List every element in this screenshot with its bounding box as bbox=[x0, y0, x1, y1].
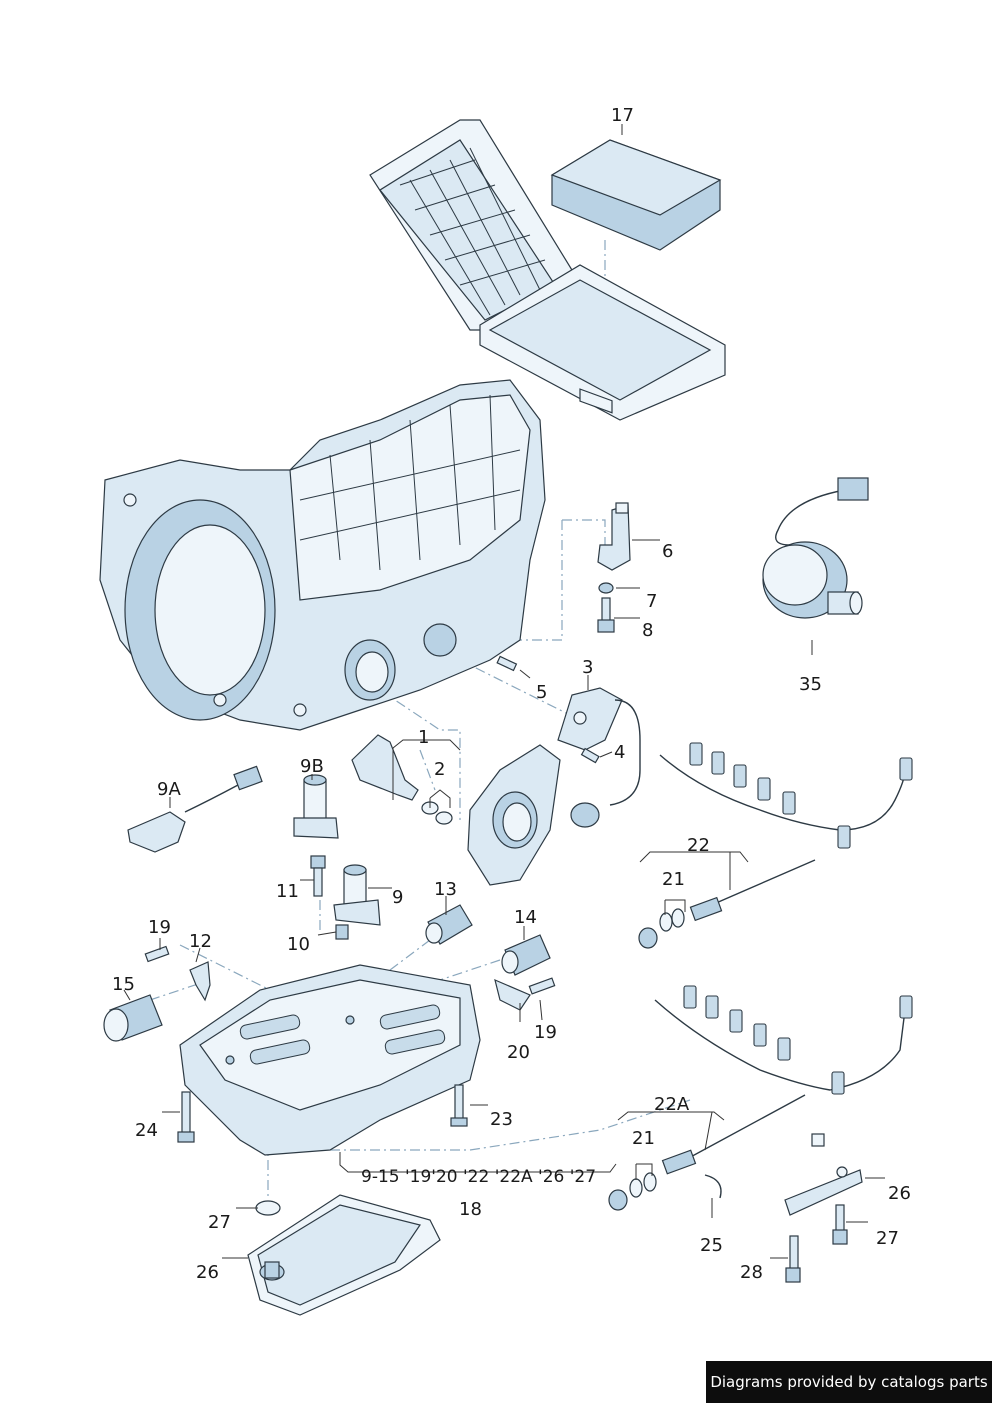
label-5[interactable]: 5 bbox=[536, 682, 547, 703]
label-21-lower[interactable]: 21 bbox=[632, 1128, 655, 1149]
part-15-solenoid bbox=[103, 994, 163, 1042]
part-12-clip bbox=[189, 961, 211, 1002]
label-2[interactable]: 2 bbox=[434, 759, 445, 780]
part-28-bolt bbox=[785, 1235, 801, 1283]
label-35[interactable]: 35 bbox=[799, 674, 822, 695]
part-23-bolt bbox=[450, 1084, 468, 1127]
part-number-labels: 17 1 2 3 4 5 6 7 8 35 9A 9B 11 9 10 13 1… bbox=[112, 105, 911, 1283]
part-9a-sensor-harness bbox=[127, 765, 263, 853]
part-27-bolt-right bbox=[832, 1204, 848, 1245]
part-10-washer bbox=[335, 924, 349, 940]
part-7-washer bbox=[598, 582, 614, 594]
label-9b[interactable]: 9B bbox=[300, 756, 324, 777]
label-8[interactable]: 8 bbox=[642, 620, 653, 641]
label-19-right[interactable]: 19 bbox=[534, 1022, 557, 1043]
label-22[interactable]: 22 bbox=[687, 835, 710, 856]
part-26-bracket bbox=[784, 1166, 863, 1216]
part-18-valve-body bbox=[179, 964, 481, 1156]
transmission-housing bbox=[99, 379, 546, 731]
label-9a[interactable]: 9A bbox=[157, 779, 181, 800]
part-25-clip bbox=[704, 1174, 722, 1199]
label-13[interactable]: 13 bbox=[434, 879, 457, 900]
part-22-wiring-harness bbox=[659, 742, 913, 922]
part-19-bolt-left bbox=[144, 945, 170, 963]
label-10[interactable]: 10 bbox=[287, 934, 310, 955]
label-1[interactable]: 1 bbox=[418, 727, 429, 748]
part-13-solenoid bbox=[425, 904, 473, 945]
label-6[interactable]: 6 bbox=[662, 541, 673, 562]
part-22a-wiring-harness bbox=[654, 985, 913, 1175]
part-9-solenoid bbox=[333, 864, 381, 926]
part-20-bracket bbox=[494, 978, 531, 1011]
label-4[interactable]: 4 bbox=[614, 742, 625, 763]
part-11-bolt bbox=[310, 855, 326, 897]
label-14[interactable]: 14 bbox=[514, 907, 537, 928]
part-5-dowel-pin bbox=[496, 655, 518, 672]
part-6-sensor bbox=[597, 502, 631, 571]
label-23[interactable]: 23 bbox=[490, 1109, 513, 1130]
label-18[interactable]: 18 bbox=[459, 1199, 482, 1220]
label-27-right[interactable]: 27 bbox=[876, 1228, 899, 1249]
part-8-bolt bbox=[597, 597, 615, 633]
label-22a[interactable]: 22A bbox=[654, 1094, 690, 1115]
label-19-left[interactable]: 19 bbox=[148, 917, 171, 938]
label-11[interactable]: 11 bbox=[276, 881, 299, 902]
label-17[interactable]: 17 bbox=[611, 105, 634, 126]
label-28[interactable]: 28 bbox=[740, 1262, 763, 1283]
label-20[interactable]: 20 bbox=[507, 1042, 530, 1063]
part-17-control-module-housing bbox=[369, 119, 726, 421]
flange-plate bbox=[467, 744, 561, 886]
part-35-actuator bbox=[762, 477, 869, 619]
part-9b-solenoid bbox=[293, 774, 339, 839]
label-18-references: 9-15 '19'20 '22 '22A '26 '27 bbox=[361, 1167, 596, 1187]
part-24-bolt bbox=[177, 1091, 195, 1143]
label-12[interactable]: 12 bbox=[189, 931, 212, 952]
part-21-o-rings-upper bbox=[638, 908, 685, 949]
part-14-solenoid bbox=[501, 934, 551, 976]
part-1-speed-sensor bbox=[351, 734, 419, 801]
part-2-o-rings bbox=[421, 801, 453, 825]
part-4-bolt bbox=[580, 747, 600, 764]
label-9[interactable]: 9 bbox=[392, 887, 403, 908]
label-25[interactable]: 25 bbox=[700, 1235, 723, 1256]
part-19-bolt-right bbox=[528, 977, 556, 995]
leader-lines bbox=[123, 124, 885, 1259]
part-26-oil-pan bbox=[247, 1194, 441, 1316]
part-3-selector-sensor bbox=[557, 687, 641, 828]
label-7[interactable]: 7 bbox=[646, 591, 657, 612]
label-21-upper[interactable]: 21 bbox=[662, 869, 685, 890]
label-24[interactable]: 24 bbox=[135, 1120, 158, 1141]
part-21-o-rings-lower bbox=[608, 1172, 657, 1211]
footer-credit: Diagrams provided by catalogs parts bbox=[706, 1361, 992, 1403]
label-26-right[interactable]: 26 bbox=[888, 1183, 911, 1204]
label-26-left[interactable]: 26 bbox=[196, 1262, 219, 1283]
label-3[interactable]: 3 bbox=[582, 657, 593, 678]
part-27-seal-ring bbox=[255, 1200, 281, 1216]
label-15[interactable]: 15 bbox=[112, 974, 135, 995]
label-27-left[interactable]: 27 bbox=[208, 1212, 231, 1233]
